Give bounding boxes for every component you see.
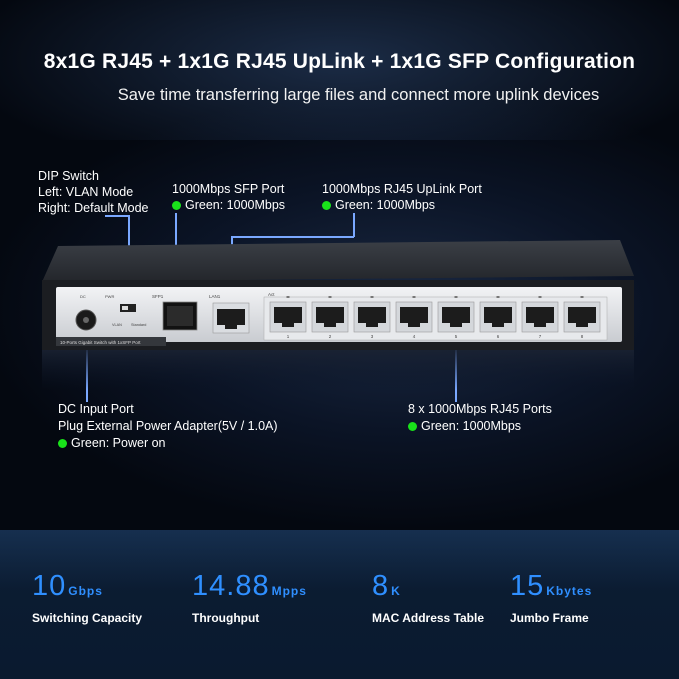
- rj45-ports: 1 2 3 4 5 6 7 8: [269, 296, 601, 339]
- rj45-port-6[interactable]: 6: [479, 296, 517, 339]
- dip-switch-knob[interactable]: [122, 306, 128, 310]
- model-label: 10-Ports Gigabit Switch with 1xSFP Port: [60, 340, 141, 345]
- standard-label: Standard: [131, 323, 146, 327]
- port-led-icon: [328, 296, 332, 298]
- page-title: 8x1G RJ45 + 1x1G RJ45 UpLink + 1x1G SFP …: [43, 50, 636, 73]
- rj45-port-3[interactable]: 3: [353, 296, 391, 339]
- stat-number: 10: [32, 570, 67, 602]
- lan-label: LAN1: [209, 294, 221, 299]
- sfp-label: SFP1: [152, 294, 164, 299]
- rj45-port-8[interactable]: 8: [563, 296, 601, 339]
- green-led-icon: [172, 201, 181, 210]
- uplink-leader-line-a: [353, 213, 355, 237]
- stat-unit: Mpps: [271, 584, 307, 598]
- dc-input-adapter: Plug External Power Adapter(5V / 1.0A): [58, 419, 278, 433]
- stat-number: 14.88: [192, 570, 270, 602]
- port-number-label: 1: [287, 334, 290, 339]
- network-switch: 10-Ports Gigabit Switch with 1xSFP Port …: [42, 240, 634, 390]
- pwr-label: PWR: [105, 294, 114, 299]
- stat-unit: K: [391, 584, 401, 598]
- green-led-icon: [322, 201, 331, 210]
- port-number-label: 5: [455, 334, 458, 339]
- green-led-icon: [408, 422, 417, 431]
- port-number-label: 3: [371, 334, 374, 339]
- uplink-port-callout: 1000Mbps RJ45 UpLink Port Green: 1000Mbp…: [322, 181, 482, 213]
- sfp-port-status: Green: 1000Mbps: [185, 198, 286, 212]
- dc-jack-pin: [83, 317, 89, 323]
- dc-input-title: DC Input Port: [58, 402, 134, 416]
- dip-switch-left: Left: VLAN Mode: [38, 185, 134, 199]
- model-strip: [56, 337, 166, 346]
- uplink-rj45-port[interactable]: [212, 302, 250, 334]
- port-number-label: 2: [329, 334, 332, 339]
- sfp-cage: [167, 306, 193, 326]
- vlan-label: VLAN: [112, 323, 122, 327]
- background-glow: [0, 0, 679, 140]
- page-subtitle: Save time transferring large files and c…: [117, 86, 600, 104]
- dc-input-status: Green: Power on: [71, 436, 166, 450]
- port-number-label: 7: [539, 334, 542, 339]
- green-led-icon: [58, 439, 67, 448]
- rj45-ports-callout: 8 x 1000Mbps RJ45 Ports Green: 1000Mbps: [408, 401, 552, 435]
- rj45-ports-status: Green: 1000Mbps: [421, 419, 522, 433]
- dip-switch-right: Right: Default Mode: [38, 201, 149, 215]
- port-led-icon: [496, 296, 500, 298]
- uplink-port-title: 1000Mbps RJ45 UpLink Port: [322, 182, 482, 196]
- port-number-label: 6: [497, 334, 500, 339]
- port-number-label: 8: [581, 334, 584, 339]
- stat-unit: Gbps: [68, 584, 103, 598]
- port-led-icon: [412, 296, 416, 298]
- stat-caption: Switching Capacity: [32, 611, 143, 625]
- port-led-icon: [538, 296, 542, 298]
- sfp-port-callout: 1000Mbps SFP Port Green: 1000Mbps: [172, 181, 285, 213]
- stat-number: 8: [372, 570, 390, 602]
- dip-switch-callout: DIP Switch Left: VLAN Mode Right: Defaul…: [38, 168, 148, 216]
- dip-switch-leader-line: [105, 215, 129, 217]
- port-led-icon: [286, 296, 290, 298]
- switch-top-cover: [42, 240, 634, 282]
- rj45-port-5[interactable]: 5: [437, 296, 475, 339]
- sfp-port-title: 1000Mbps SFP Port: [172, 182, 285, 196]
- stat-number: 15: [510, 570, 545, 602]
- port-number-label: 4: [413, 334, 416, 339]
- rj45-port-7[interactable]: 7: [521, 296, 559, 339]
- dc-label: DC: [80, 294, 86, 299]
- stat-unit: Kbytes: [546, 584, 593, 598]
- floor-reflection: [42, 350, 634, 390]
- stat-caption: Jumbo Frame: [510, 611, 589, 625]
- uplink-leader-line-b: [231, 236, 354, 238]
- dip-switch-title: DIP Switch: [38, 169, 99, 183]
- rj45-port-4[interactable]: 4: [395, 296, 433, 339]
- port-led-icon: [454, 296, 458, 298]
- rj45-ports-title: 8 x 1000Mbps RJ45 Ports: [408, 402, 552, 416]
- dc-input-callout: DC Input Port Plug External Power Adapte…: [58, 401, 278, 452]
- stat-caption: MAC Address Table: [372, 611, 485, 625]
- rj45-port-2[interactable]: 2: [311, 296, 349, 339]
- port-led-icon: [580, 296, 584, 298]
- port-led-icon: [370, 296, 374, 298]
- rj45-port-1[interactable]: 1: [269, 296, 307, 339]
- uplink-port-status: Green: 1000Mbps: [335, 198, 436, 212]
- act-label: Act: [268, 292, 275, 297]
- stats-band: [0, 530, 679, 679]
- stat-caption: Throughput: [192, 611, 260, 625]
